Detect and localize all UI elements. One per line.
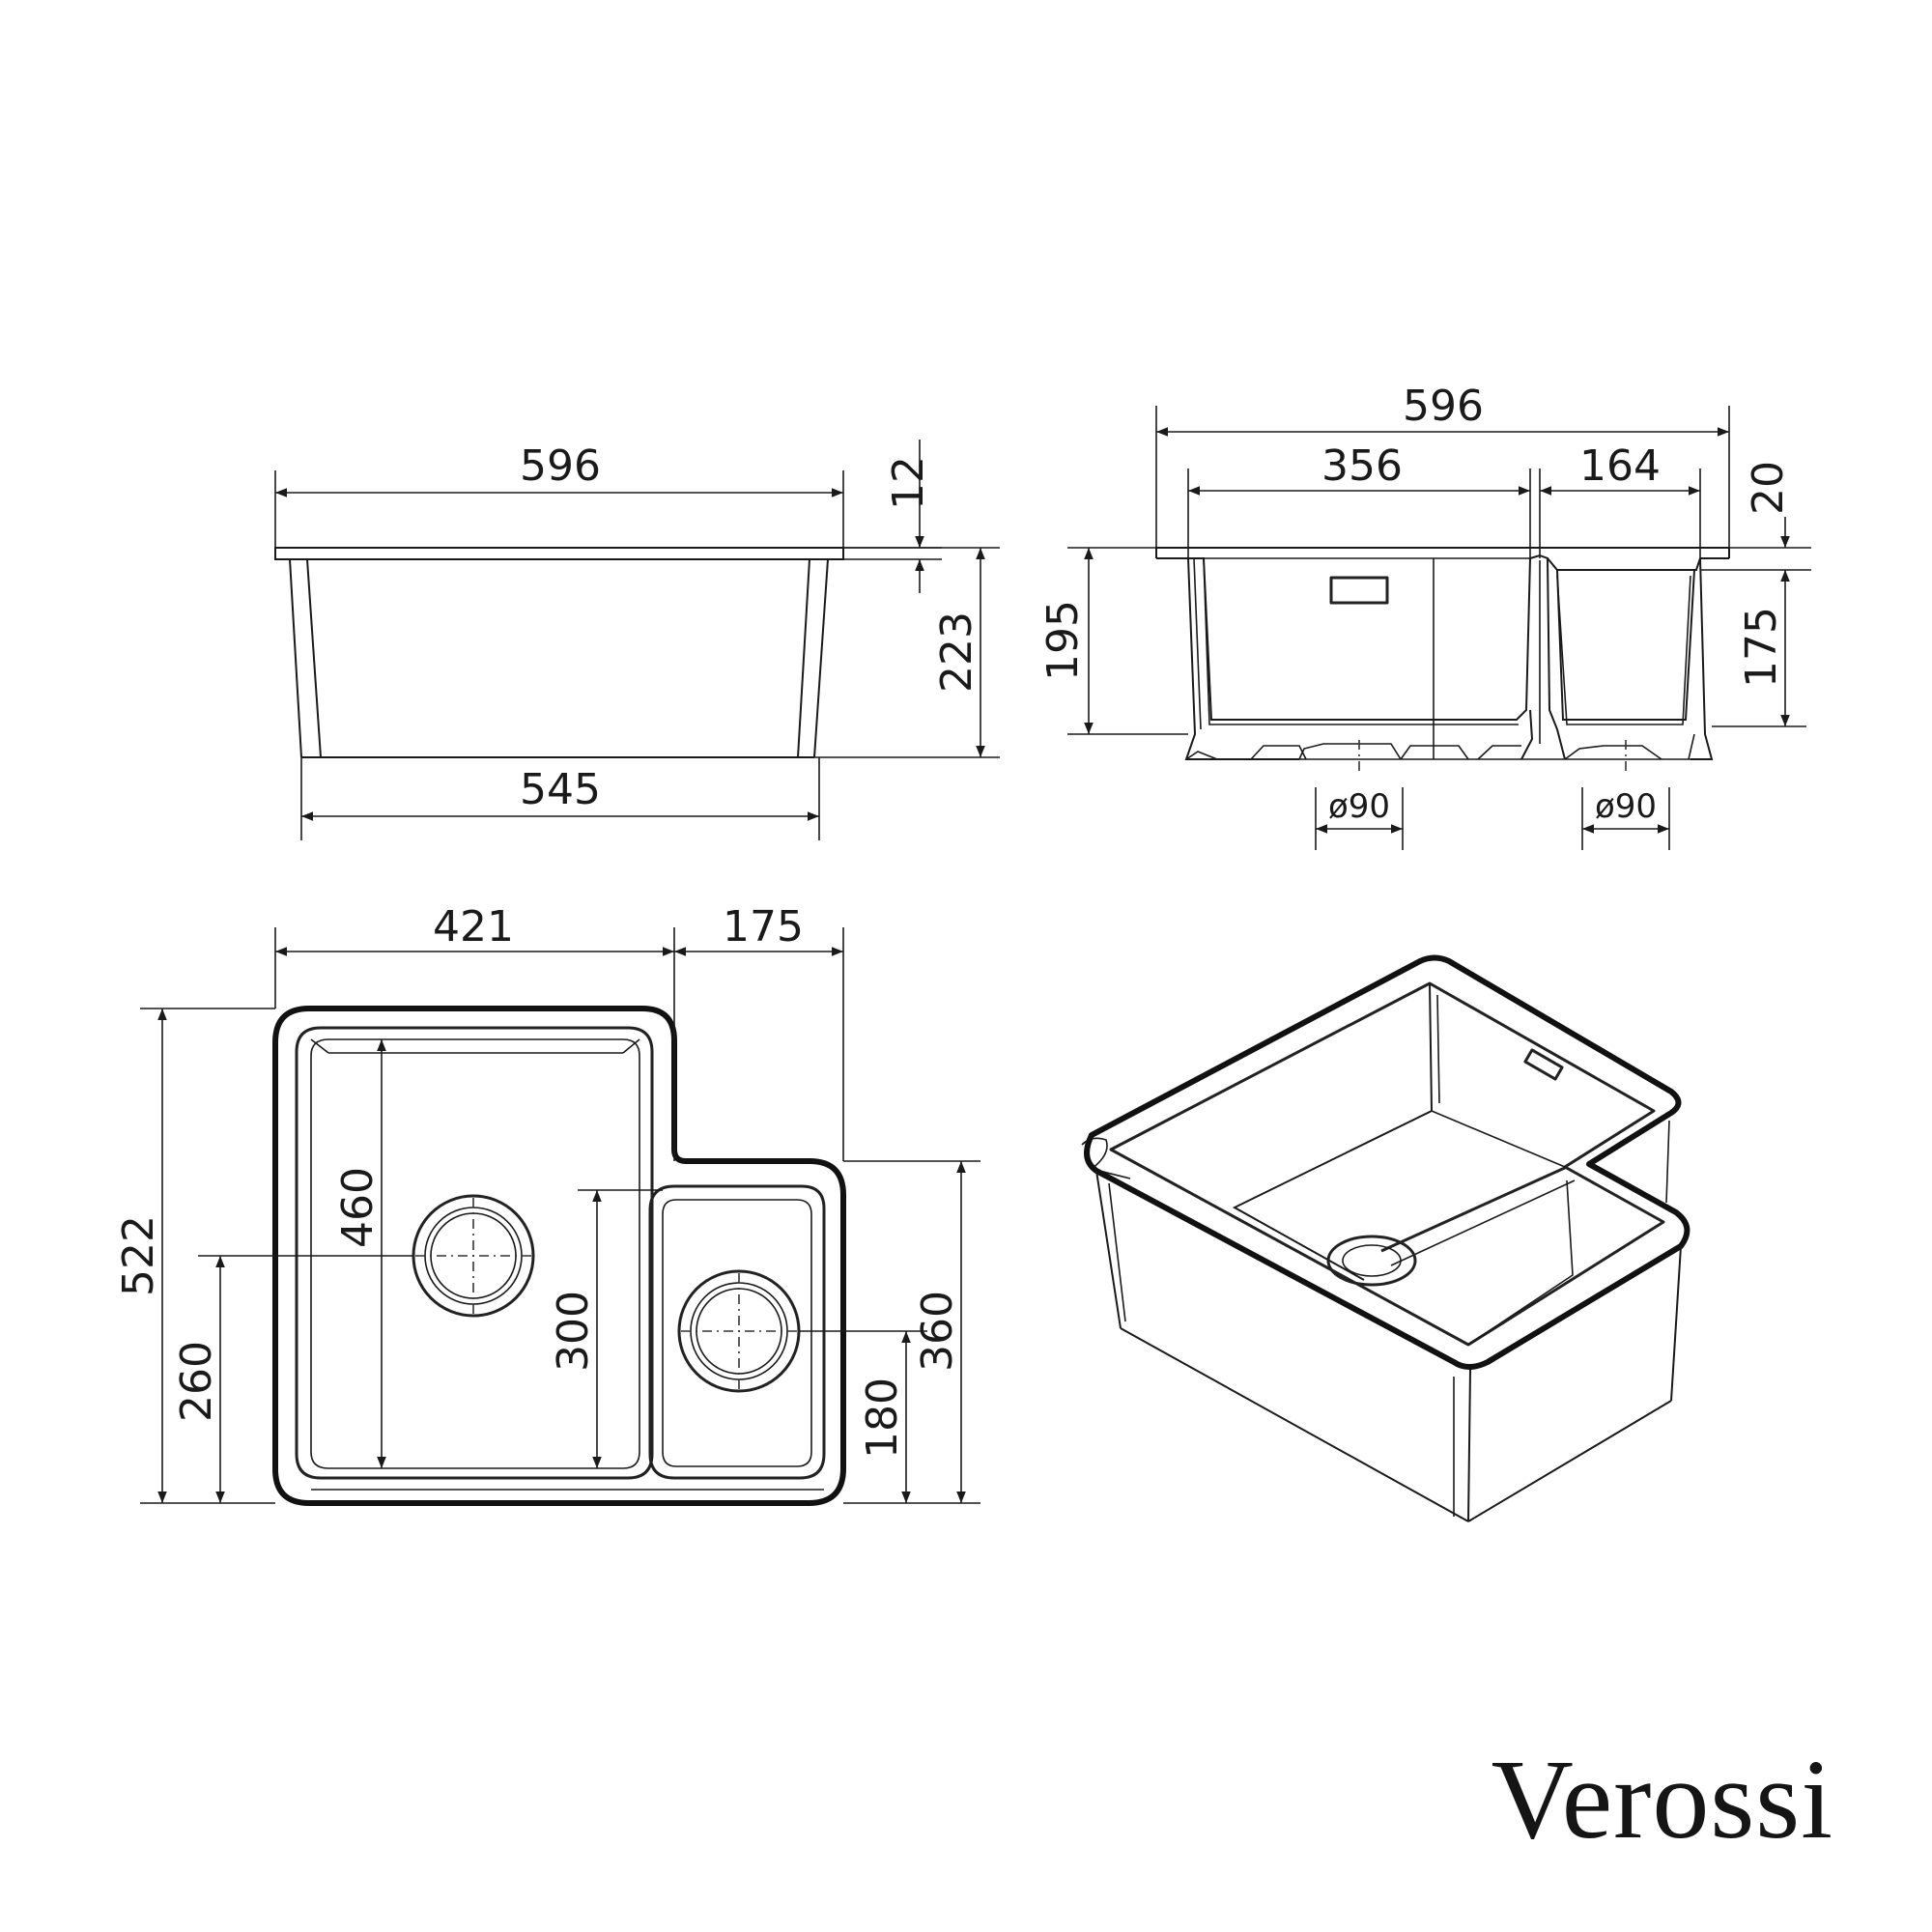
section-small-bowl-label: 164	[1579, 441, 1661, 491]
brand-logo: Verossi	[1491, 1736, 1833, 1862]
waste-2-diameter-label: ø90	[1595, 787, 1657, 826]
side-width-label: 596	[520, 441, 601, 491]
section-view: 596 356 164 20 175 195 ø90 ø90	[1038, 382, 1811, 850]
side-flange-thickness-label: 12	[884, 456, 933, 510]
side-flange	[274, 547, 844, 560]
plan-small-waste-offset-label: 180	[858, 1378, 907, 1459]
side-bottom-width-label: 545	[520, 765, 601, 814]
plan-small-overall-depth-label: 360	[913, 1291, 962, 1372]
isometric-view	[1081, 954, 1690, 1522]
side-height-label: 223	[932, 611, 981, 693]
small-waste	[677, 1269, 801, 1393]
section-width-label: 596	[1403, 382, 1484, 431]
section-main-bowl-label: 356	[1321, 441, 1403, 491]
waste-1-diameter-label: ø90	[1328, 787, 1390, 826]
side-view: 596 12 223 545	[274, 440, 1000, 840]
plan-main-width-label: 421	[433, 902, 514, 952]
plan-small-width-label: 175	[723, 902, 804, 952]
plan-overall-depth-label: 522	[114, 1215, 163, 1296]
iso-outer-rim	[1084, 954, 1690, 1370]
plan-small-inner-depth-label: 300	[549, 1291, 598, 1372]
overflow-slot	[1329, 576, 1389, 605]
main-waste	[412, 1194, 535, 1318]
plan-main-inner-depth-label: 460	[333, 1167, 383, 1248]
plan-view: 421 175 522 260 460 300 180 360	[114, 902, 980, 1506]
section-main-depth-label: 195	[1038, 600, 1088, 681]
plan-main-waste-offset-label: 260	[172, 1341, 221, 1422]
section-small-depth-label: 175	[1737, 607, 1786, 688]
section-flange-offset-label: 20	[1744, 461, 1793, 515]
